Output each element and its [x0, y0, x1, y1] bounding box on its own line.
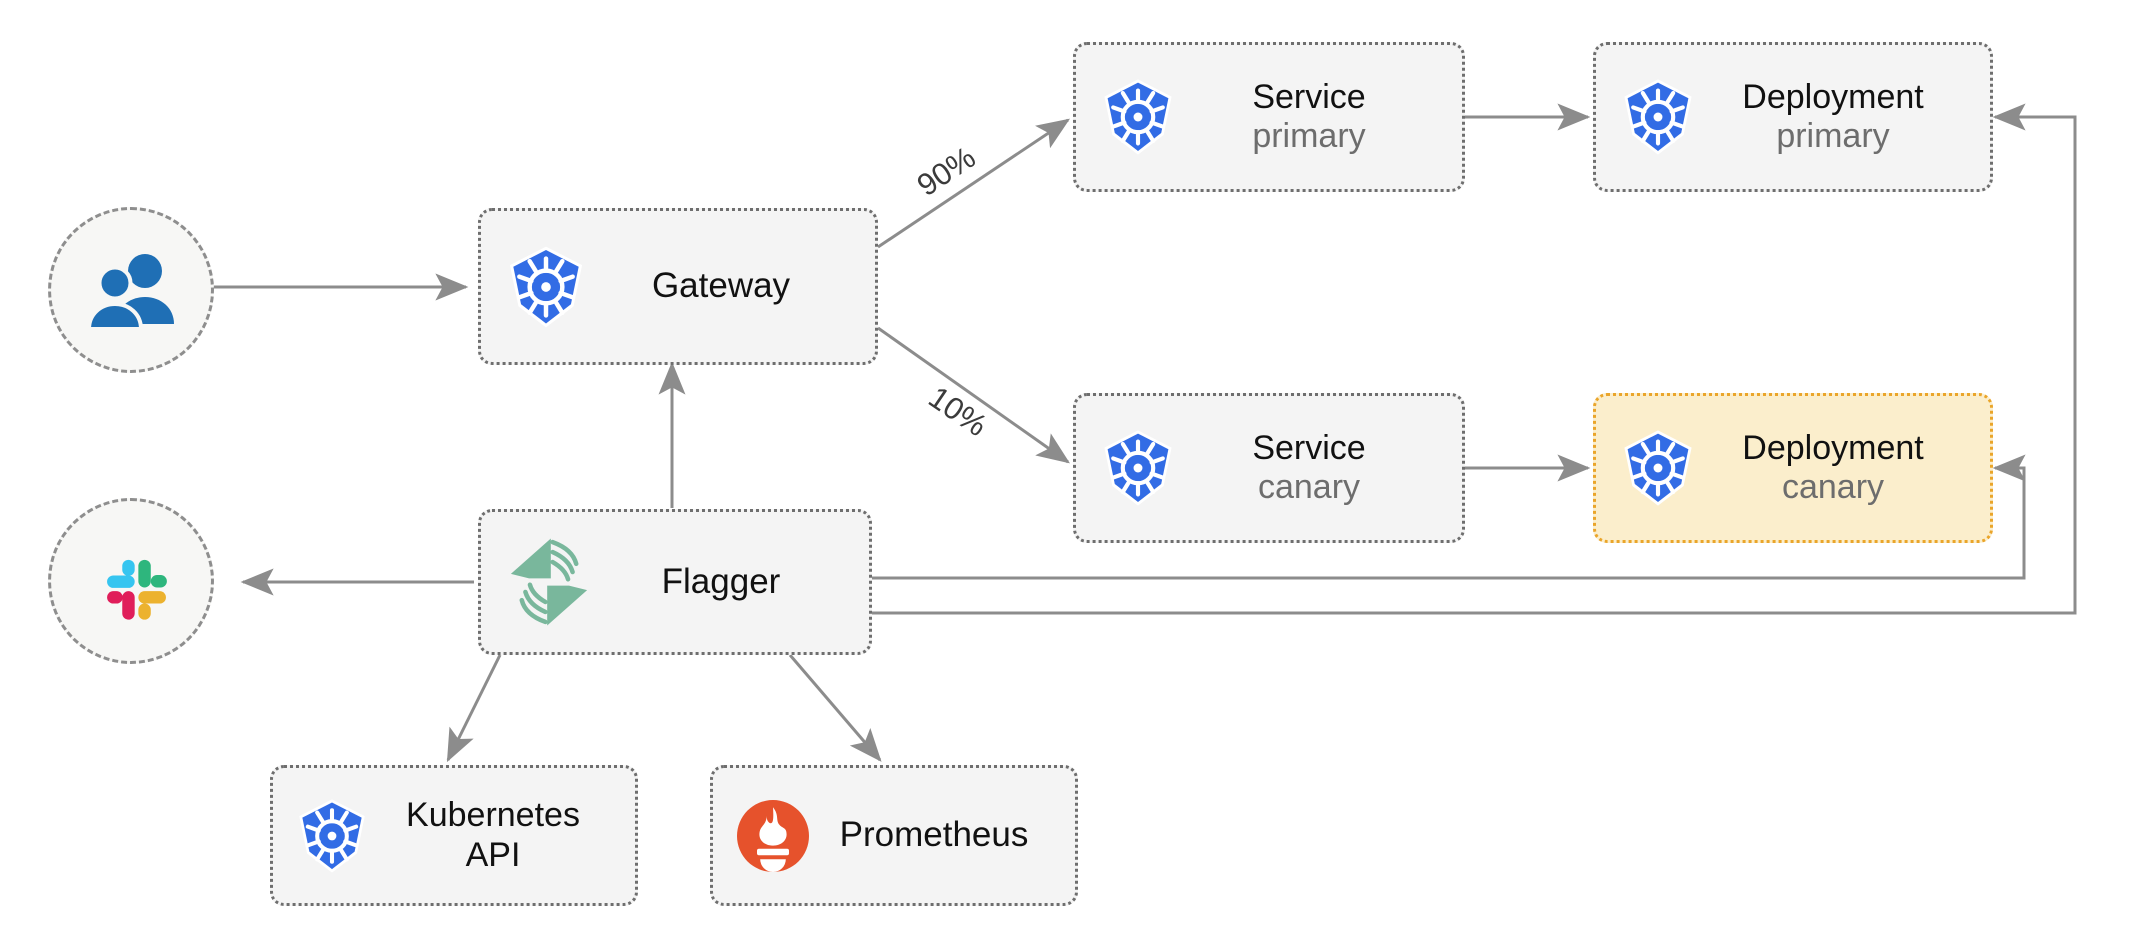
node-service-canary-title: Service [1252, 428, 1366, 467]
node-service-primary-label: Service primary [1178, 78, 1440, 157]
edge-flagger-kubernetes-api [446, 654, 502, 763]
node-service-primary-subtitle: primary [1252, 117, 1366, 155]
edge-flagger-deployment-primary [872, 103, 2077, 615]
node-deployment-canary-title: Deployment [1742, 428, 1924, 467]
node-service-primary-title: Service [1252, 77, 1366, 116]
node-deployment-primary-label: Deployment primary [1698, 78, 1968, 157]
node-flagger[interactable]: Flagger [478, 509, 872, 655]
node-service-canary-subtitle: canary [1257, 468, 1361, 506]
edge-gateway-service-canary [877, 326, 1070, 464]
node-users[interactable] [48, 207, 214, 373]
kubernetes-icon [299, 798, 365, 873]
node-prometheus-title: Prometheus [839, 815, 1029, 855]
node-deployment-primary-title: Deployment [1742, 77, 1924, 116]
slack-icon [107, 559, 167, 620]
node-kubernetes-api[interactable]: Kubernetes API [270, 765, 638, 906]
node-deployment-primary-subtitle: primary [1776, 117, 1890, 155]
edge-label-primary-split: 90% [911, 139, 982, 203]
kubernetes-icon [1624, 79, 1692, 155]
node-prometheus[interactable]: Prometheus [710, 765, 1078, 906]
node-kubernetes-api-subtitle: API [465, 835, 521, 874]
node-gateway-label: Gateway [589, 266, 853, 307]
kubernetes-icon [509, 246, 583, 327]
edge-flagger-deployment-canary [872, 454, 2026, 580]
flagger-icon [510, 538, 588, 626]
node-prometheus-label: Prometheus [813, 815, 1055, 856]
node-service-primary[interactable]: Service primary [1073, 42, 1465, 192]
kubernetes-icon [1104, 79, 1172, 155]
node-service-canary[interactable]: Service canary [1073, 393, 1465, 543]
edge-flagger-prometheus [788, 654, 882, 762]
node-slack[interactable] [48, 498, 214, 664]
users-icon [86, 254, 174, 329]
node-flagger-label: Flagger [595, 562, 847, 603]
node-kubernetes-api-label: Kubernetes API [371, 796, 615, 875]
edge-label-canary-split: 10% [922, 379, 993, 443]
node-gateway-title: Gateway [651, 266, 791, 306]
node-kubernetes-api-title: Kubernetes [406, 796, 580, 835]
kubernetes-icon [1624, 430, 1692, 506]
node-flagger-title: Flagger [661, 561, 781, 601]
node-deployment-canary-subtitle: canary [1781, 468, 1885, 506]
node-deployment-canary[interactable]: Deployment canary [1593, 393, 1993, 543]
edge-gateway-service-primary [877, 118, 1070, 249]
prometheus-icon [737, 799, 809, 872]
node-deployment-canary-label: Deployment canary [1698, 429, 1968, 508]
kubernetes-icon [1104, 430, 1172, 506]
node-service-canary-label: Service canary [1178, 429, 1440, 508]
node-deployment-primary[interactable]: Deployment primary [1593, 42, 1993, 192]
node-gateway[interactable]: Gateway [478, 208, 878, 365]
